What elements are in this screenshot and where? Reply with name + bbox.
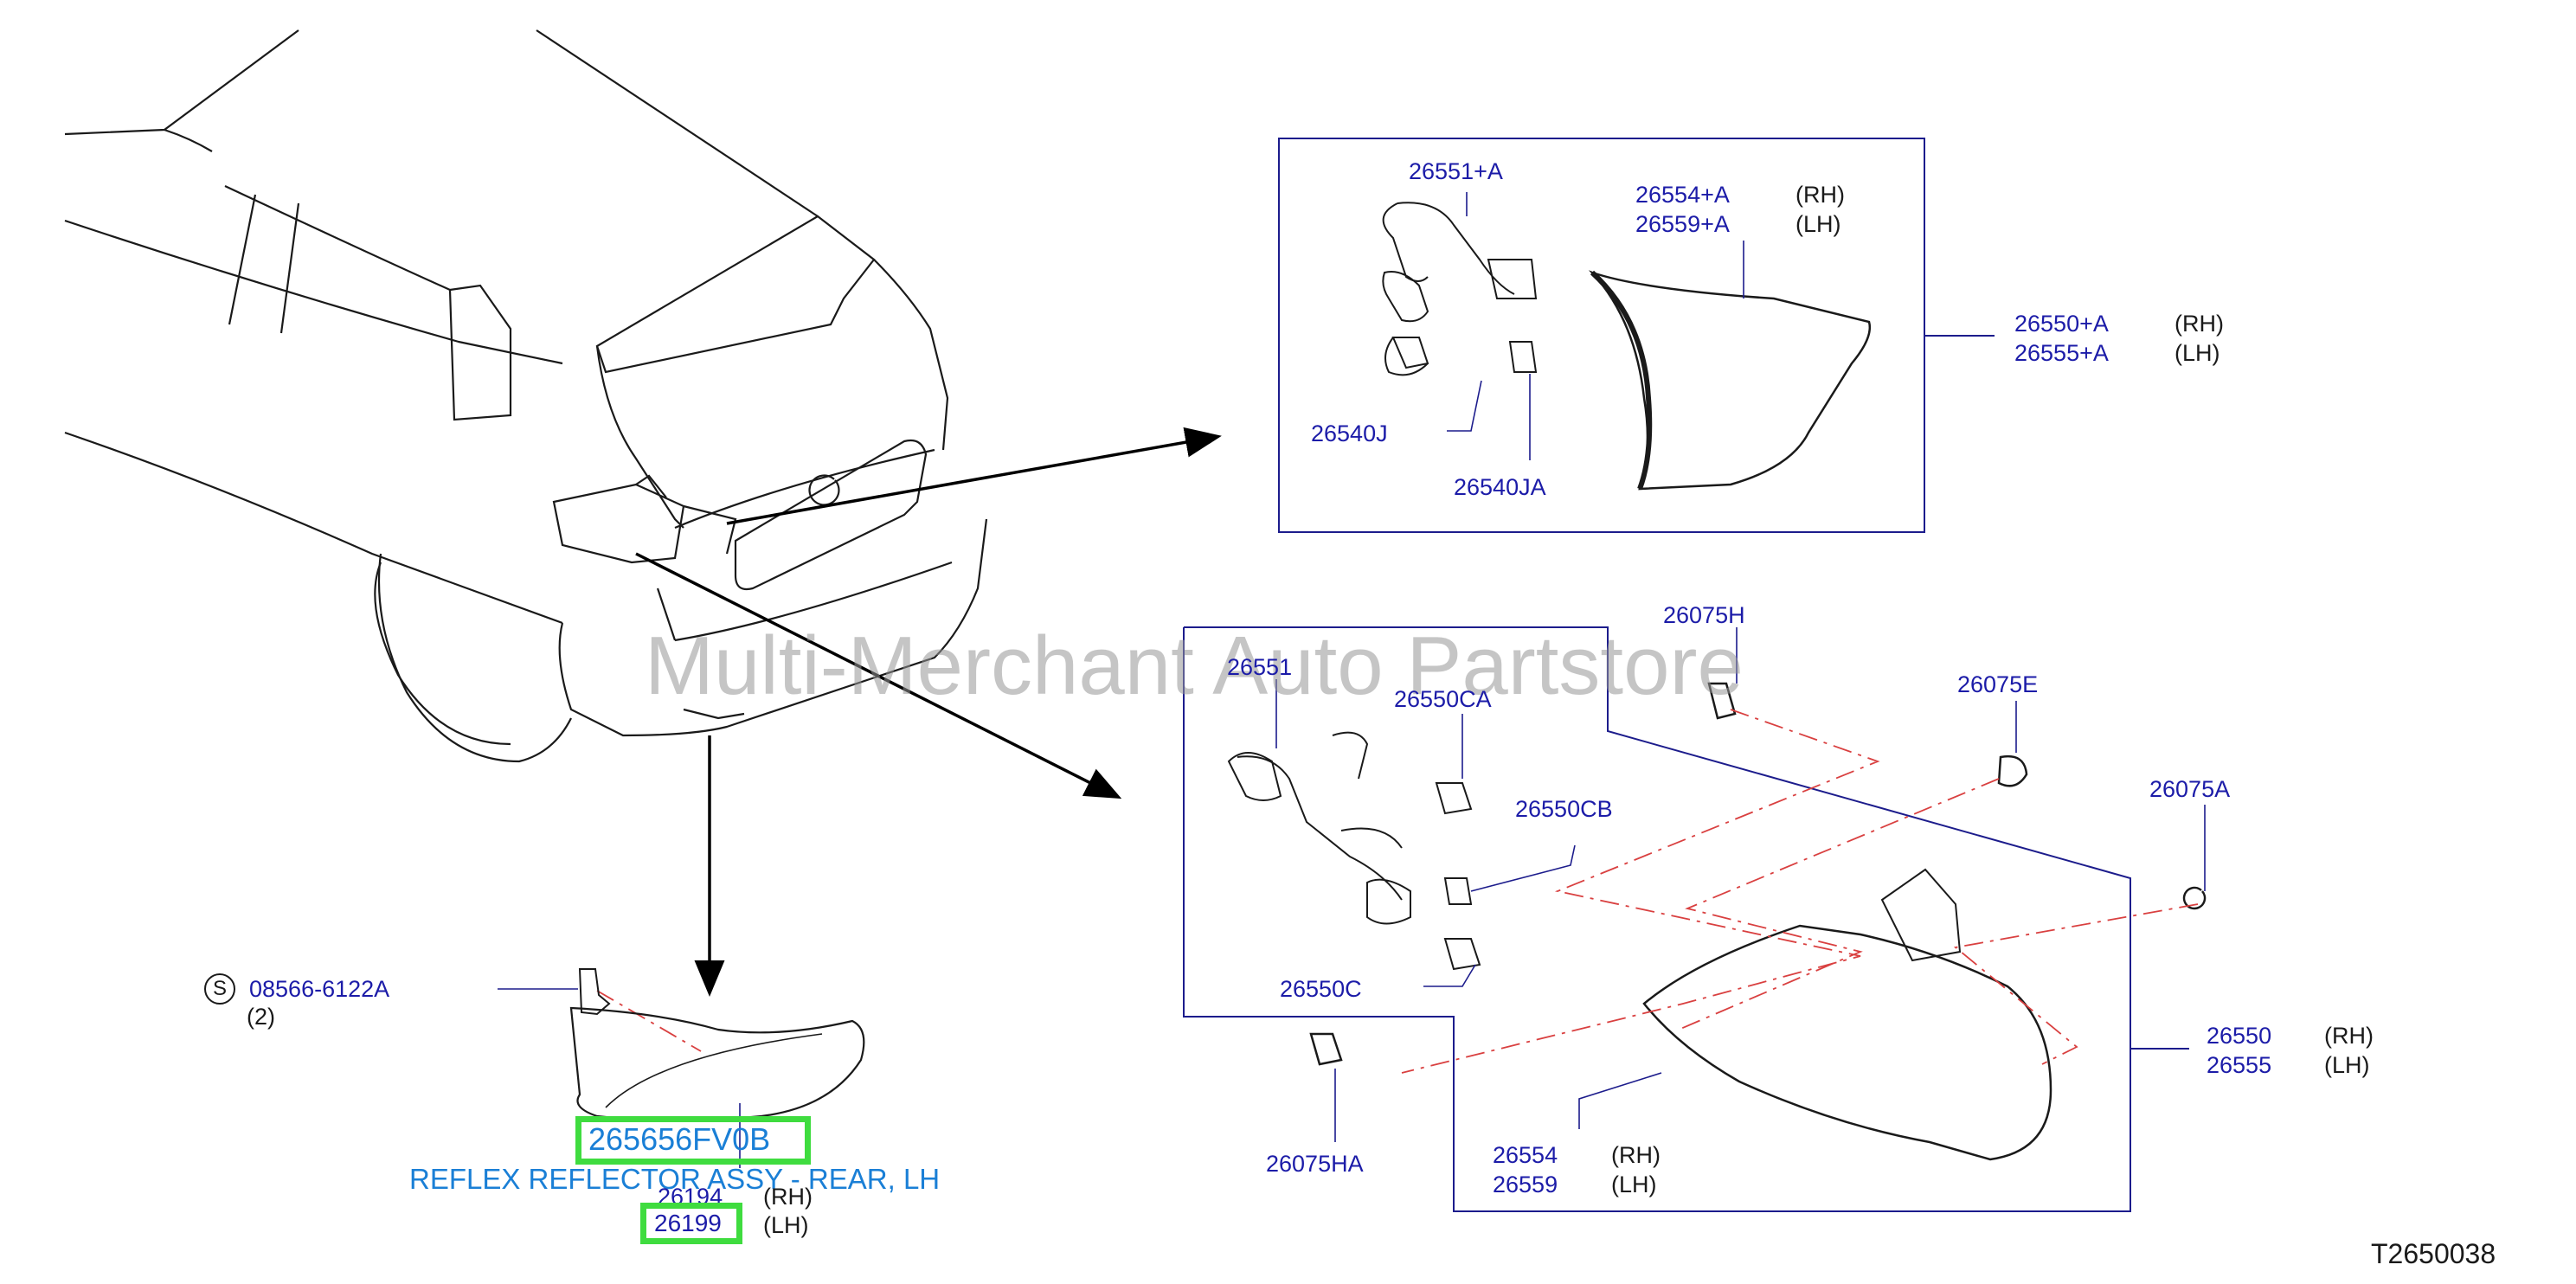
label-26550c[interactable]: 26550C	[1280, 976, 1362, 1002]
label-26554[interactable]: 26554	[1493, 1142, 1558, 1168]
label-26555-a[interactable]: 26555+A	[2014, 340, 2109, 366]
label-26554-a-side: (RH)	[1795, 182, 1845, 208]
label-26550ca[interactable]: 26550CA	[1394, 686, 1492, 712]
label-26194-side: (RH)	[763, 1184, 813, 1210]
highlight-box-26199	[640, 1203, 742, 1244]
label-265656fv0b[interactable]: 265656FV0B	[588, 1121, 771, 1157]
s-symbol-icon: S	[204, 973, 235, 1005]
label-26554-a[interactable]: 26554+A	[1635, 182, 1730, 208]
label-26559-a[interactable]: 26559+A	[1635, 211, 1730, 237]
label-26559-a-side: (LH)	[1795, 211, 1841, 237]
label-26550cb[interactable]: 26550CB	[1515, 796, 1613, 822]
label-26075a[interactable]: 26075A	[2149, 776, 2231, 802]
label-26540j[interactable]: 26540J	[1311, 421, 1388, 446]
highlighted-part-caption: REFLEX REFLECTOR ASSY - REAR, LH	[409, 1163, 941, 1195]
watermark: Multi-Merchant Auto Partstore	[645, 620, 1744, 712]
label-26555-side: (LH)	[2324, 1052, 2370, 1078]
label-26551[interactable]: 26551	[1227, 654, 1293, 680]
label-26075h[interactable]: 26075H	[1663, 602, 1745, 628]
label-26075e[interactable]: 26075E	[1957, 671, 2039, 697]
label-26555-a-side: (LH)	[2175, 340, 2220, 366]
lower-detail-box	[596, 626, 2207, 1212]
label-26540ja[interactable]: 26540JA	[1454, 474, 1546, 500]
label-26559[interactable]: 26559	[1493, 1172, 1558, 1197]
label-26550[interactable]: 26550	[2207, 1023, 2272, 1049]
label-08566-6122a[interactable]: 08566-6122A	[249, 976, 390, 1002]
label-26550-a-side: (RH)	[2175, 311, 2224, 337]
label-26550-a[interactable]: 26550+A	[2014, 311, 2109, 337]
vehicle-outline	[64, 29, 988, 763]
callout-arrows	[635, 427, 1222, 997]
label-26555[interactable]: 26555	[2207, 1052, 2272, 1078]
label-screw-qty: (2)	[247, 1004, 275, 1030]
label-26075ha[interactable]: 26075HA	[1266, 1151, 1364, 1177]
label-26550-side: (RH)	[2324, 1023, 2374, 1049]
upper-detail-box	[1278, 138, 1995, 533]
label-26551-a[interactable]: 26551+A	[1409, 158, 1503, 184]
diagram-id: T2650038	[2371, 1238, 2496, 1269]
highlight-box-265656fv0b	[575, 1116, 811, 1165]
label-26199-side: (LH)	[763, 1212, 809, 1238]
label-26199[interactable]: 26199	[654, 1210, 722, 1236]
label-26554-side: (RH)	[1611, 1142, 1661, 1168]
label-26559-side: (LH)	[1611, 1172, 1657, 1197]
